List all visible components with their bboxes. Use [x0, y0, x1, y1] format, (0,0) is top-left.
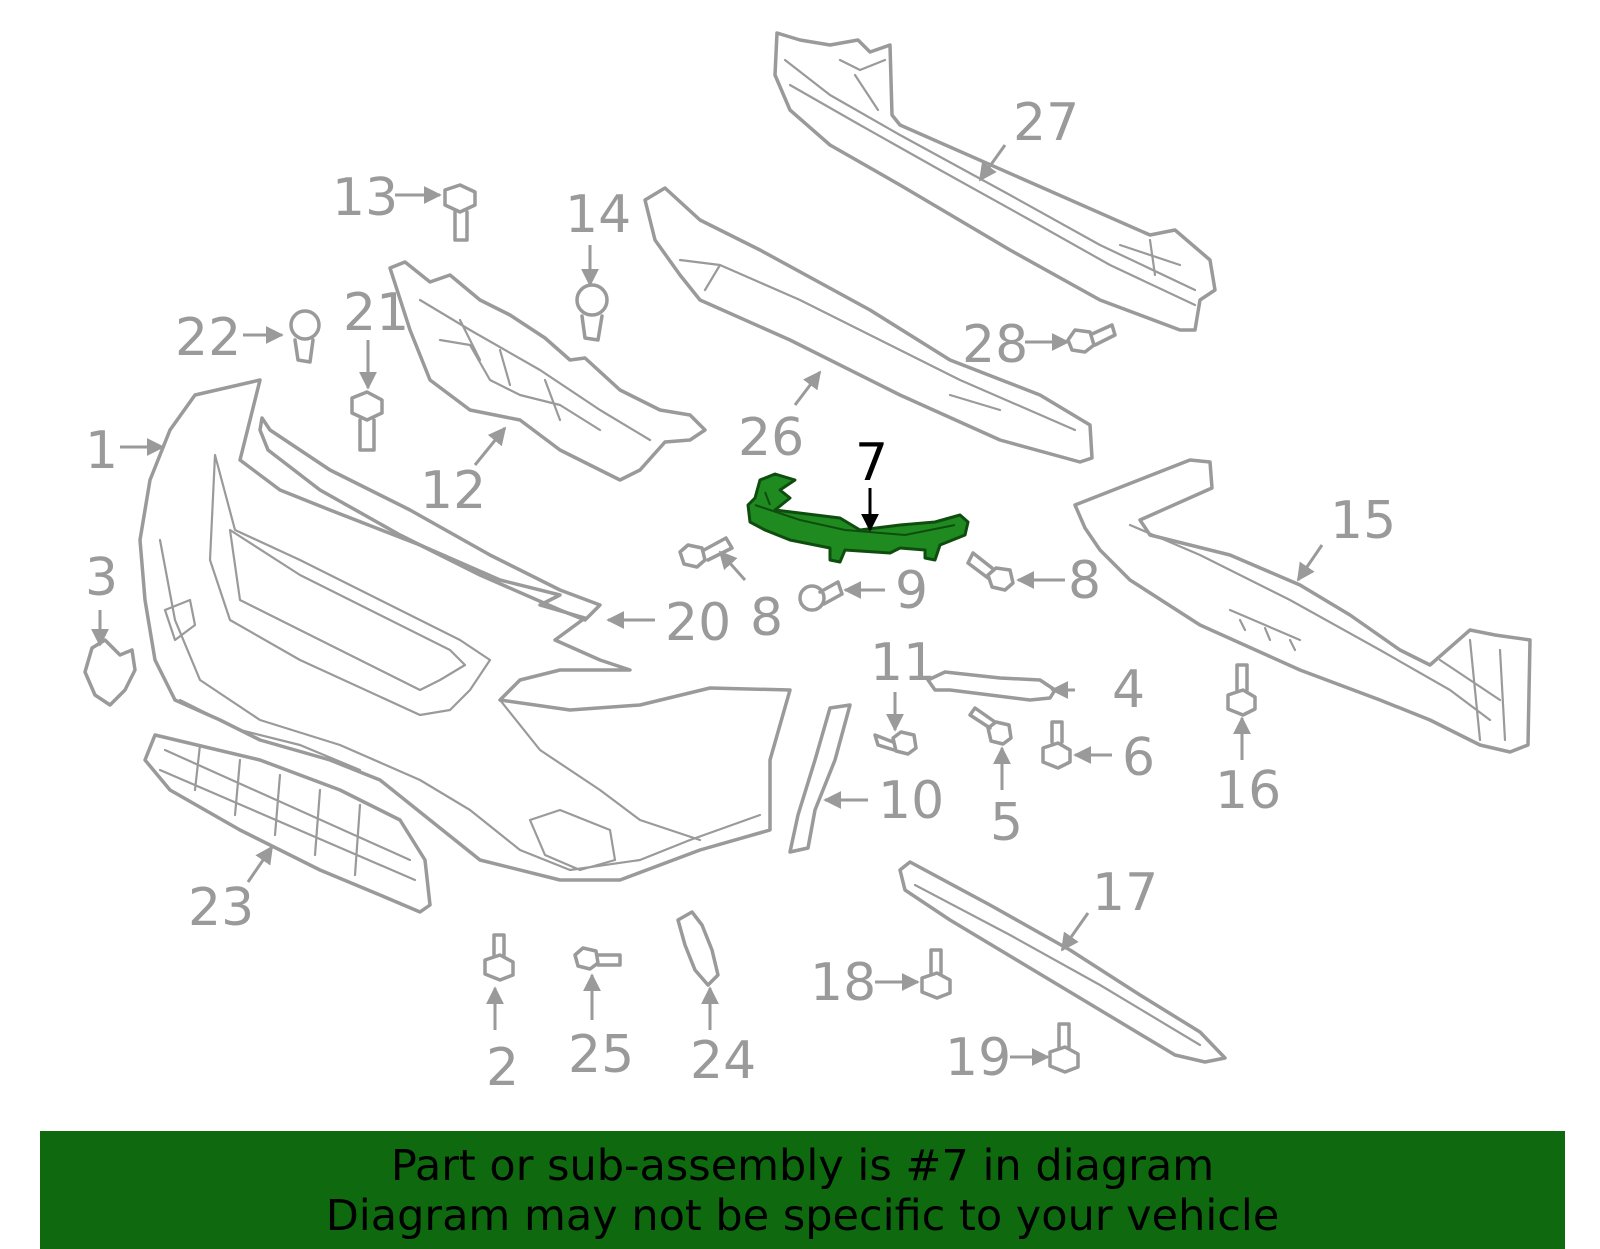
callout-4: 4	[1112, 660, 1145, 720]
callout-6: 6	[1122, 728, 1155, 788]
callout-7: 7	[855, 433, 888, 493]
fasteners	[289, 183, 1257, 1074]
callout-15: 15	[1330, 491, 1396, 551]
part-23-lower-grille	[143, 733, 432, 914]
bolt-5-icon	[968, 706, 1013, 746]
bolt-11-icon	[873, 730, 918, 756]
part-3-cover	[83, 638, 137, 707]
bolt-8b-icon	[966, 551, 1015, 592]
bolt-21-icon	[350, 390, 384, 452]
bolt-28-icon	[1066, 323, 1117, 354]
bolt-18-icon	[920, 948, 952, 1000]
part-15-side-absorber	[1073, 458, 1532, 754]
callout-13: 13	[332, 168, 398, 228]
callout-28: 28	[962, 315, 1028, 375]
bolt-2-icon	[483, 933, 515, 982]
callout-1: 1	[85, 421, 118, 481]
leader-lines	[91, 144, 1324, 1066]
callout-8a: 8	[750, 588, 783, 648]
part-26-energy-absorber	[643, 186, 1094, 464]
clip-14-icon	[575, 283, 609, 342]
banner-line-disclaimer: Diagram may not be specific to your vehi…	[325, 1191, 1280, 1241]
info-banner: Part or sub-assembly is #7 in diagram Di…	[40, 1131, 1565, 1249]
bolt-6-icon	[1041, 720, 1072, 770]
part-4-bracket	[926, 670, 1057, 702]
callout-23: 23	[188, 878, 254, 938]
callout-22: 22	[175, 308, 241, 368]
parts-diagram: 1 2 3 4 5 6 7 8 8 9 10 11 12 13 14 15 16…	[83, 31, 1532, 1098]
part-1-bumper-cover	[138, 378, 792, 882]
callout-2: 2	[486, 1038, 519, 1098]
callout-18: 18	[810, 953, 876, 1013]
clip-9-icon	[798, 580, 844, 612]
callout-9: 9	[895, 561, 928, 621]
callout-11: 11	[870, 633, 936, 693]
callout-16: 16	[1215, 761, 1281, 821]
callout-17: 17	[1092, 863, 1158, 923]
callout-19: 19	[945, 1028, 1011, 1088]
bolt-19-icon	[1048, 1022, 1080, 1074]
bolt-16-icon	[1226, 663, 1257, 717]
callout-3: 3	[85, 548, 118, 608]
callout-25: 25	[568, 1025, 634, 1085]
callout-14: 14	[565, 185, 631, 245]
callout-21: 21	[343, 283, 409, 343]
part-10-molding	[788, 703, 852, 854]
callout-26: 26	[738, 408, 804, 468]
bolt-13-icon	[443, 183, 477, 242]
part-7-bumper-bracket	[746, 472, 970, 564]
part-17-lower-strip	[898, 860, 1227, 1064]
part-20-garnish	[258, 416, 602, 622]
part-27-bumper-reinforcement	[773, 31, 1217, 332]
callout-20: 20	[665, 593, 731, 653]
bolt-25-icon	[573, 946, 622, 971]
callout-12: 12	[420, 461, 486, 521]
clip-22-icon	[289, 309, 321, 364]
part-24-bracket	[676, 910, 720, 987]
callout-24: 24	[690, 1031, 756, 1091]
callout-8b: 8	[1068, 551, 1101, 611]
part-12-upper-support	[388, 260, 707, 482]
callout-27: 27	[1013, 93, 1079, 153]
callout-10: 10	[878, 771, 944, 831]
banner-line-part: Part or sub-assembly is #7 in diagram	[390, 1141, 1215, 1191]
callout-5: 5	[990, 793, 1023, 853]
bolt-8a-icon	[678, 536, 734, 569]
callout-labels: 1 2 3 4 5 6 7 8 8 9 10 11 12 13 14 15 16…	[85, 93, 1396, 1098]
